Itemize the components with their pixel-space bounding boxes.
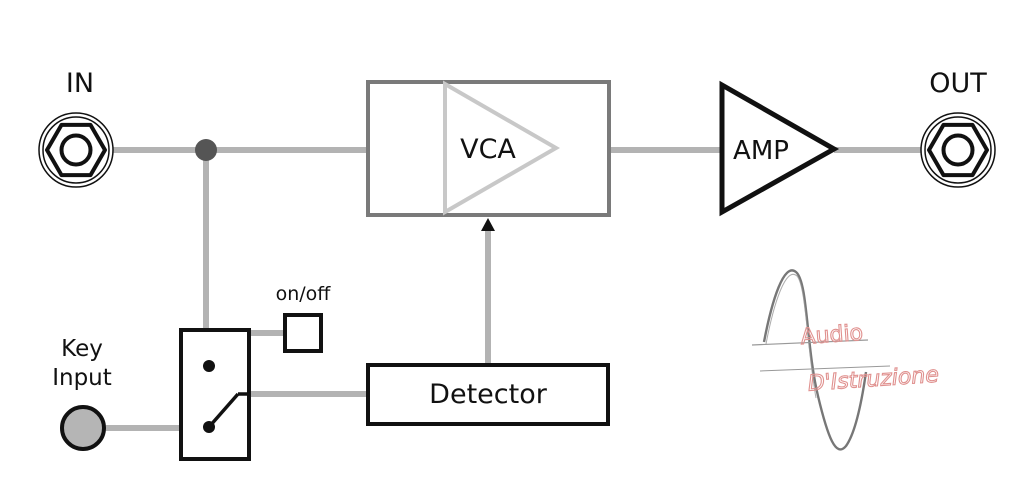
key-input-jack-icon	[60, 405, 106, 451]
audio-distruzione-logo: Audio D'Istruzione	[751, 269, 940, 451]
on-off-label: on/off	[276, 283, 332, 305]
output-jack-icon	[920, 112, 996, 188]
sine-wave-icon	[762, 269, 868, 451]
logo-text-line1: Audio	[800, 321, 864, 350]
amp-block: AMP	[719, 80, 840, 217]
input-jack-icon	[38, 112, 114, 188]
key-input-label-line2: Input	[52, 365, 112, 391]
input-label: IN	[66, 68, 94, 99]
key-input-label-line1: Key	[61, 336, 103, 362]
amp-label: AMP	[733, 136, 789, 166]
vca-label: VCA	[460, 134, 516, 165]
logo-text-line2: D'Istruzione	[807, 363, 940, 397]
output-label: OUT	[929, 68, 987, 99]
junction-dot	[195, 139, 217, 161]
vca-triangle-icon	[443, 80, 561, 216]
detector-label: Detector	[429, 379, 548, 410]
control-arrow-icon	[481, 218, 495, 231]
vca-block: VCA	[366, 80, 611, 217]
detector-block: Detector	[366, 363, 610, 426]
on-off-control-box	[283, 313, 323, 353]
switch-icon	[179, 328, 251, 461]
wires	[106, 147, 922, 431]
